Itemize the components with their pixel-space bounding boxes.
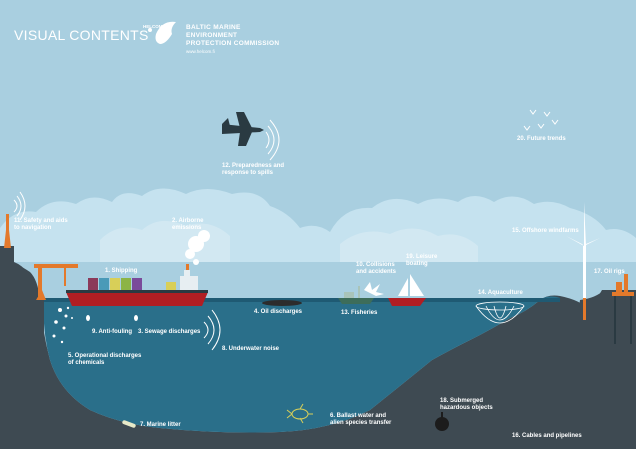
label-preparedness: 12. Preparedness and response to spills: [222, 163, 284, 177]
label-operational-discharges-line2: of chemicals: [68, 360, 105, 366]
label-operational-discharges-line1: 5. Operational discharges: [68, 353, 142, 359]
org-line-3: PROTECTION COMMISSION: [186, 40, 280, 47]
label-marine-litter: 7. Marine litter: [140, 422, 181, 428]
label-submerged-objects-line2: hazardous objects: [440, 405, 493, 411]
label-aquaculture: 14. Aquaculture: [478, 290, 523, 296]
label-leisure-boating-line2: boating: [406, 261, 428, 267]
label-collisions-line1: 10. Collisions: [356, 262, 395, 268]
navigation-mast-icon: [4, 191, 26, 248]
org-url: www.helcom.fi: [186, 49, 215, 54]
marine-litter-icon: [122, 420, 136, 428]
collision-burst-icon: [364, 282, 384, 296]
right-shore: [560, 290, 636, 449]
label-airborne-emissions-line2: emissions: [172, 225, 202, 231]
left-shore: [0, 246, 44, 449]
radio-waves-icon: [265, 119, 280, 161]
label-oil-rigs: 17. Oil rigs: [594, 269, 625, 275]
label-preparedness-line1: 12. Preparedness and: [222, 163, 285, 169]
cargo-ship-icon: [66, 264, 208, 306]
label-offshore-windfarms: 15. Offshore windfarms: [512, 228, 579, 234]
label-leisure-boating-line1: 19. Leisure: [406, 254, 438, 260]
label-safety-navigation: 11. Safety and aids to navigation: [14, 218, 68, 232]
aquaculture-net-icon: [475, 301, 525, 324]
label-preparedness-line2: response to spills: [222, 170, 274, 176]
airplane-icon: [222, 112, 264, 146]
label-cables-pipelines: 16. Cables and pipelines: [512, 433, 582, 439]
label-collisions: 10. Collisions and accidents: [356, 262, 396, 276]
sea-water: [43, 296, 561, 433]
submerged-mine-icon: [435, 412, 449, 431]
organization-name: BALTIC MARINE ENVIRONMENT PROTECTION COM…: [186, 24, 279, 55]
label-airborne-emissions: 2. Airborne emissions: [172, 218, 203, 232]
sailing-boat-icon: [388, 274, 426, 306]
org-line-2: ENVIRONMENT: [186, 32, 238, 39]
label-leisure-boating: 19. Leisure boating: [406, 254, 437, 268]
label-sewage-discharges: 3. Sewage discharges: [138, 329, 201, 335]
page-title: VISUAL CONTENTS: [14, 27, 149, 43]
label-airborne-emissions-line1: 2. Airborne: [172, 218, 204, 224]
wind-turbine-icon: [566, 202, 600, 320]
label-collisions-line2: and accidents: [356, 269, 397, 275]
logo-text: HELCOM: [143, 24, 163, 29]
label-shipping: 1. Shipping: [105, 268, 138, 274]
label-ballast-water: 6. Ballast water and alien species trans…: [330, 413, 391, 427]
harbour-crane-icon: [34, 264, 78, 300]
fishing-boat-icon: [338, 286, 374, 304]
discharge-drops-icon: [86, 315, 138, 321]
birds-icon: [523, 109, 559, 131]
label-future-trends: 20. Future trends: [517, 136, 566, 142]
label-ballast-water-line1: 6. Ballast water and: [330, 413, 387, 419]
label-ballast-water-line2: alien species transfer: [330, 420, 392, 426]
label-submerged-objects: 18. Submerged hazardous objects: [440, 398, 493, 412]
oil-slick-icon: [262, 300, 302, 306]
label-anti-fouling: 9. Anti-fouling: [92, 329, 133, 335]
label-safety-navigation-line1: 11. Safety and aids: [14, 218, 68, 224]
helcom-logo-icon: [148, 21, 176, 44]
label-safety-navigation-line2: to navigation: [14, 225, 52, 231]
label-oil-discharges: 4. Oil discharges: [254, 309, 303, 315]
org-line-1: BALTIC MARINE: [186, 24, 241, 31]
label-submerged-objects-line1: 18. Submerged: [440, 398, 484, 404]
oil-rig-icon: [612, 274, 634, 344]
alien-species-icon: [286, 403, 313, 424]
label-operational-discharges: 5. Operational discharges of chemicals: [68, 353, 141, 367]
smoke-cloud-icon: [185, 230, 210, 265]
bubbles-icon: [52, 306, 73, 344]
cloud-band: [0, 188, 636, 262]
label-fisheries: 13. Fisheries: [341, 310, 378, 316]
seabed: [0, 262, 636, 449]
underwater-noise-icon: [203, 309, 221, 351]
label-underwater-noise: 8. Underwater noise: [222, 346, 280, 352]
